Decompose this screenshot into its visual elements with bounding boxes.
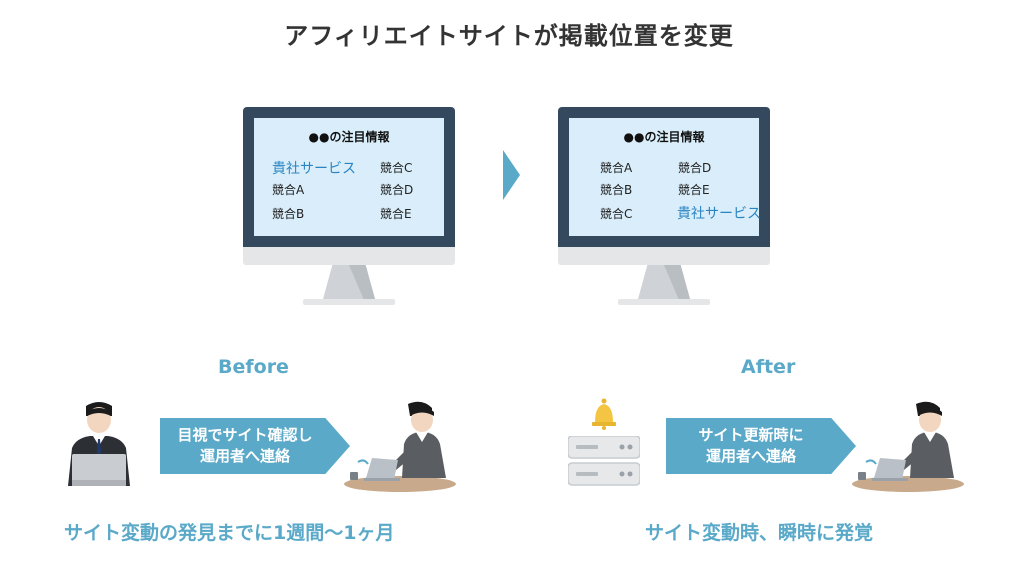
before-label: Before: [218, 356, 289, 378]
after-screen-heading: ●●の注目情報: [623, 130, 705, 144]
after-item-r2c2: 競合E: [678, 183, 710, 197]
before-item-r3c1: 競合B: [272, 207, 305, 221]
after-item-r3c1: 競合C: [600, 207, 633, 221]
monitor-chin: [243, 247, 455, 265]
before-caption: サイト変動の発見までに1週間〜1ヶ月: [64, 522, 395, 544]
before-item-r1c2: 競合C: [380, 161, 413, 175]
arrow-right-icon: [503, 150, 520, 200]
before-item-r2c2: 競合D: [380, 183, 414, 197]
before-banner-line2: 運用者へ連絡: [199, 447, 290, 465]
after-item-r3c2: 貴社サービス: [677, 206, 761, 222]
after-monitor-icon: ●●の注目情報 競合A 競合D 競合B 競合E 競合C 貴社サービス: [558, 107, 770, 317]
monitor-foot: [618, 299, 710, 305]
server-icon: [567, 435, 641, 486]
before-banner: 目視でサイト確認し 運用者へ連絡: [160, 418, 350, 474]
after-caption: サイト変動時、瞬時に発覚: [645, 522, 874, 544]
after-banner-line2: 運用者へ連絡: [705, 447, 796, 465]
after-banner-line1: サイト更新時に: [698, 426, 804, 444]
before-item-r3c2: 競合E: [380, 207, 412, 221]
before-item-r1c1: 貴社サービス: [272, 161, 356, 177]
after-banner-text: サイト更新時に 運用者へ連絡: [666, 425, 836, 467]
bell-icon: [589, 398, 619, 430]
after-item-r2c1: 競合B: [600, 183, 633, 197]
before-banner-line1: 目視でサイト確認し: [177, 426, 313, 444]
after-banner: サイト更新時に 運用者へ連絡: [666, 418, 856, 474]
before-screen: ●●の注目情報 貴社サービス 競合C 競合A 競合D 競合B 競合E: [254, 118, 444, 236]
monitor-foot: [303, 299, 395, 305]
after-item-r1c2: 競合D: [678, 161, 712, 175]
page-title: アフィリエイトサイトが掲載位置を変更: [284, 22, 734, 50]
after-item-r1c1: 競合A: [600, 161, 633, 175]
before-item-r2c1: 競合A: [272, 183, 305, 197]
worker-desk-icon: [342, 400, 460, 492]
before-screen-heading: ●●の注目情報: [308, 130, 390, 144]
worker-desk-icon: [850, 400, 968, 492]
before-monitor-icon: ●●の注目情報 貴社サービス 競合C 競合A 競合D 競合B 競合E: [243, 107, 455, 317]
monitor-chin: [558, 247, 770, 265]
before-banner-text: 目視でサイト確認し 運用者へ連絡: [160, 425, 330, 467]
after-label: After: [741, 356, 796, 378]
businessman-laptop-icon: [62, 402, 136, 486]
after-screen: ●●の注目情報 競合A 競合D 競合B 競合E 競合C 貴社サービス: [569, 118, 761, 236]
